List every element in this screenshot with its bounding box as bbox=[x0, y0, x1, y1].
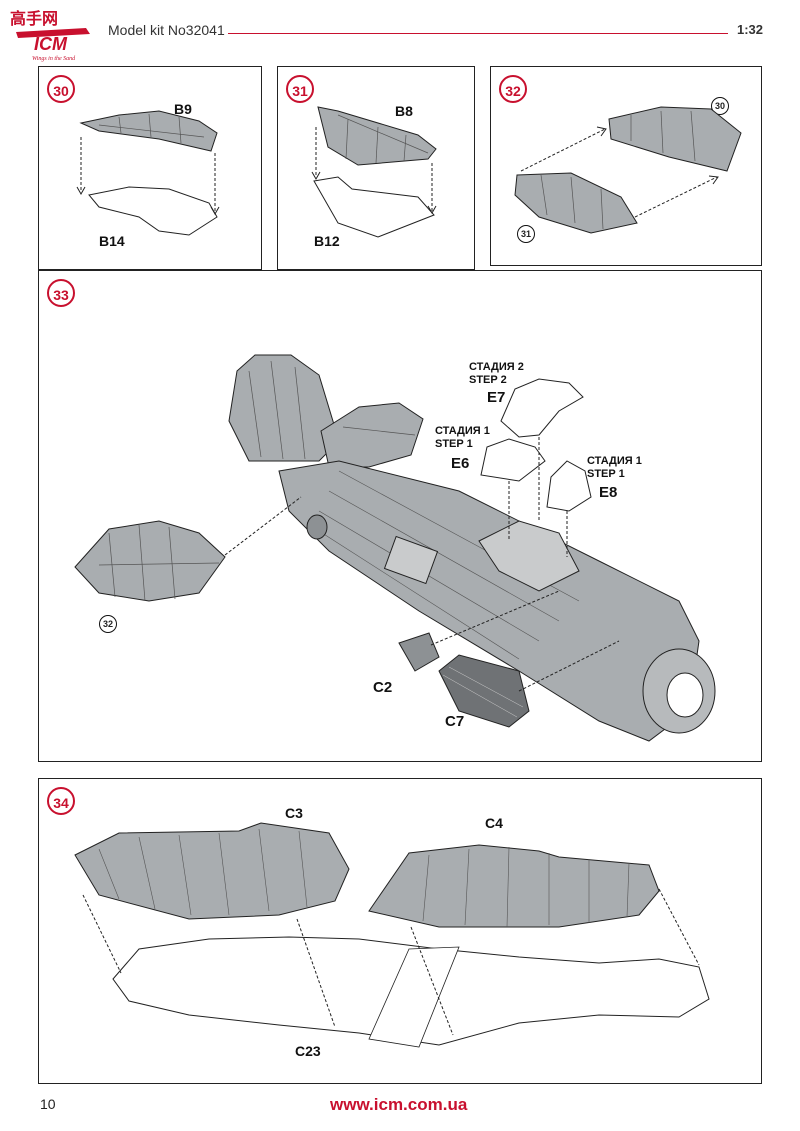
e6-stage-en: STEP 1 bbox=[435, 438, 473, 450]
step-32-badge: 32 bbox=[499, 75, 527, 103]
step-30-badge: 30 bbox=[47, 75, 75, 103]
logo-cn-text: 高手网 bbox=[10, 9, 58, 28]
e6-stage-ru: СТАДИЯ 1 bbox=[435, 425, 490, 437]
step-31-panel: 31 B8 B12 bbox=[277, 66, 475, 270]
kit-title: Model kit No32041 bbox=[108, 22, 225, 38]
page-number: 10 bbox=[40, 1096, 56, 1112]
ref-step-32: 32 bbox=[99, 615, 117, 633]
part-label-e6: E6 bbox=[451, 455, 470, 472]
part-label-b12: B12 bbox=[314, 233, 340, 249]
e7-stage-en: STEP 2 bbox=[469, 374, 507, 386]
logo-tagline: Wings in the Sand bbox=[32, 56, 76, 62]
step-34-drawing bbox=[74, 822, 710, 1048]
part-label-b14: B14 bbox=[99, 233, 125, 249]
icm-logo: 高手网 ICM Wings in the Sand bbox=[6, 4, 98, 62]
part-label-c7: C7 bbox=[445, 713, 465, 730]
step-32-drawing bbox=[514, 106, 742, 234]
footer-url[interactable]: www.icm.com.ua bbox=[330, 1095, 468, 1114]
step-32-panel: 32 30 31 bbox=[490, 66, 762, 266]
step-30-drawing bbox=[76, 110, 220, 236]
part-label-b9: B9 bbox=[174, 101, 192, 117]
step-33-panel: 33 32 СТАДИЯ 2 STEP 2 E7 СТАДИЯ 1 STEP 1… bbox=[38, 270, 762, 762]
part-label-c23: C23 bbox=[295, 1043, 321, 1059]
step-33-drawing bbox=[74, 354, 716, 742]
part-label-e8: E8 bbox=[599, 484, 618, 501]
scale-label: 1:32 bbox=[737, 22, 764, 37]
logo-graphic: 高手网 ICM Wings in the Sand bbox=[10, 9, 90, 62]
ref-step-30: 30 bbox=[711, 97, 729, 115]
part-label-b8: B8 bbox=[395, 103, 413, 119]
step-33-badge: 33 bbox=[47, 279, 75, 307]
step-34-panel: 34 C3 C4 C23 bbox=[38, 778, 762, 1084]
part-label-c2: C2 bbox=[373, 679, 393, 696]
logo-text: ICM bbox=[34, 34, 68, 54]
e7-stage-ru: СТАДИЯ 2 bbox=[469, 361, 524, 373]
e8-stage-en: STEP 1 bbox=[587, 468, 625, 480]
part-label-e7: E7 bbox=[487, 389, 506, 406]
part-label-c4: C4 bbox=[485, 815, 503, 831]
e8-stage-ru: СТАДИЯ 1 bbox=[587, 455, 642, 467]
step-34-badge: 34 bbox=[47, 787, 75, 815]
part-label-c3: C3 bbox=[285, 805, 303, 821]
header-rule bbox=[228, 33, 728, 34]
step-31-badge: 31 bbox=[286, 75, 314, 103]
step-30-panel: 30 B9 B14 bbox=[38, 66, 262, 270]
step-31-drawing bbox=[311, 106, 437, 238]
ref-step-31: 31 bbox=[517, 225, 535, 243]
